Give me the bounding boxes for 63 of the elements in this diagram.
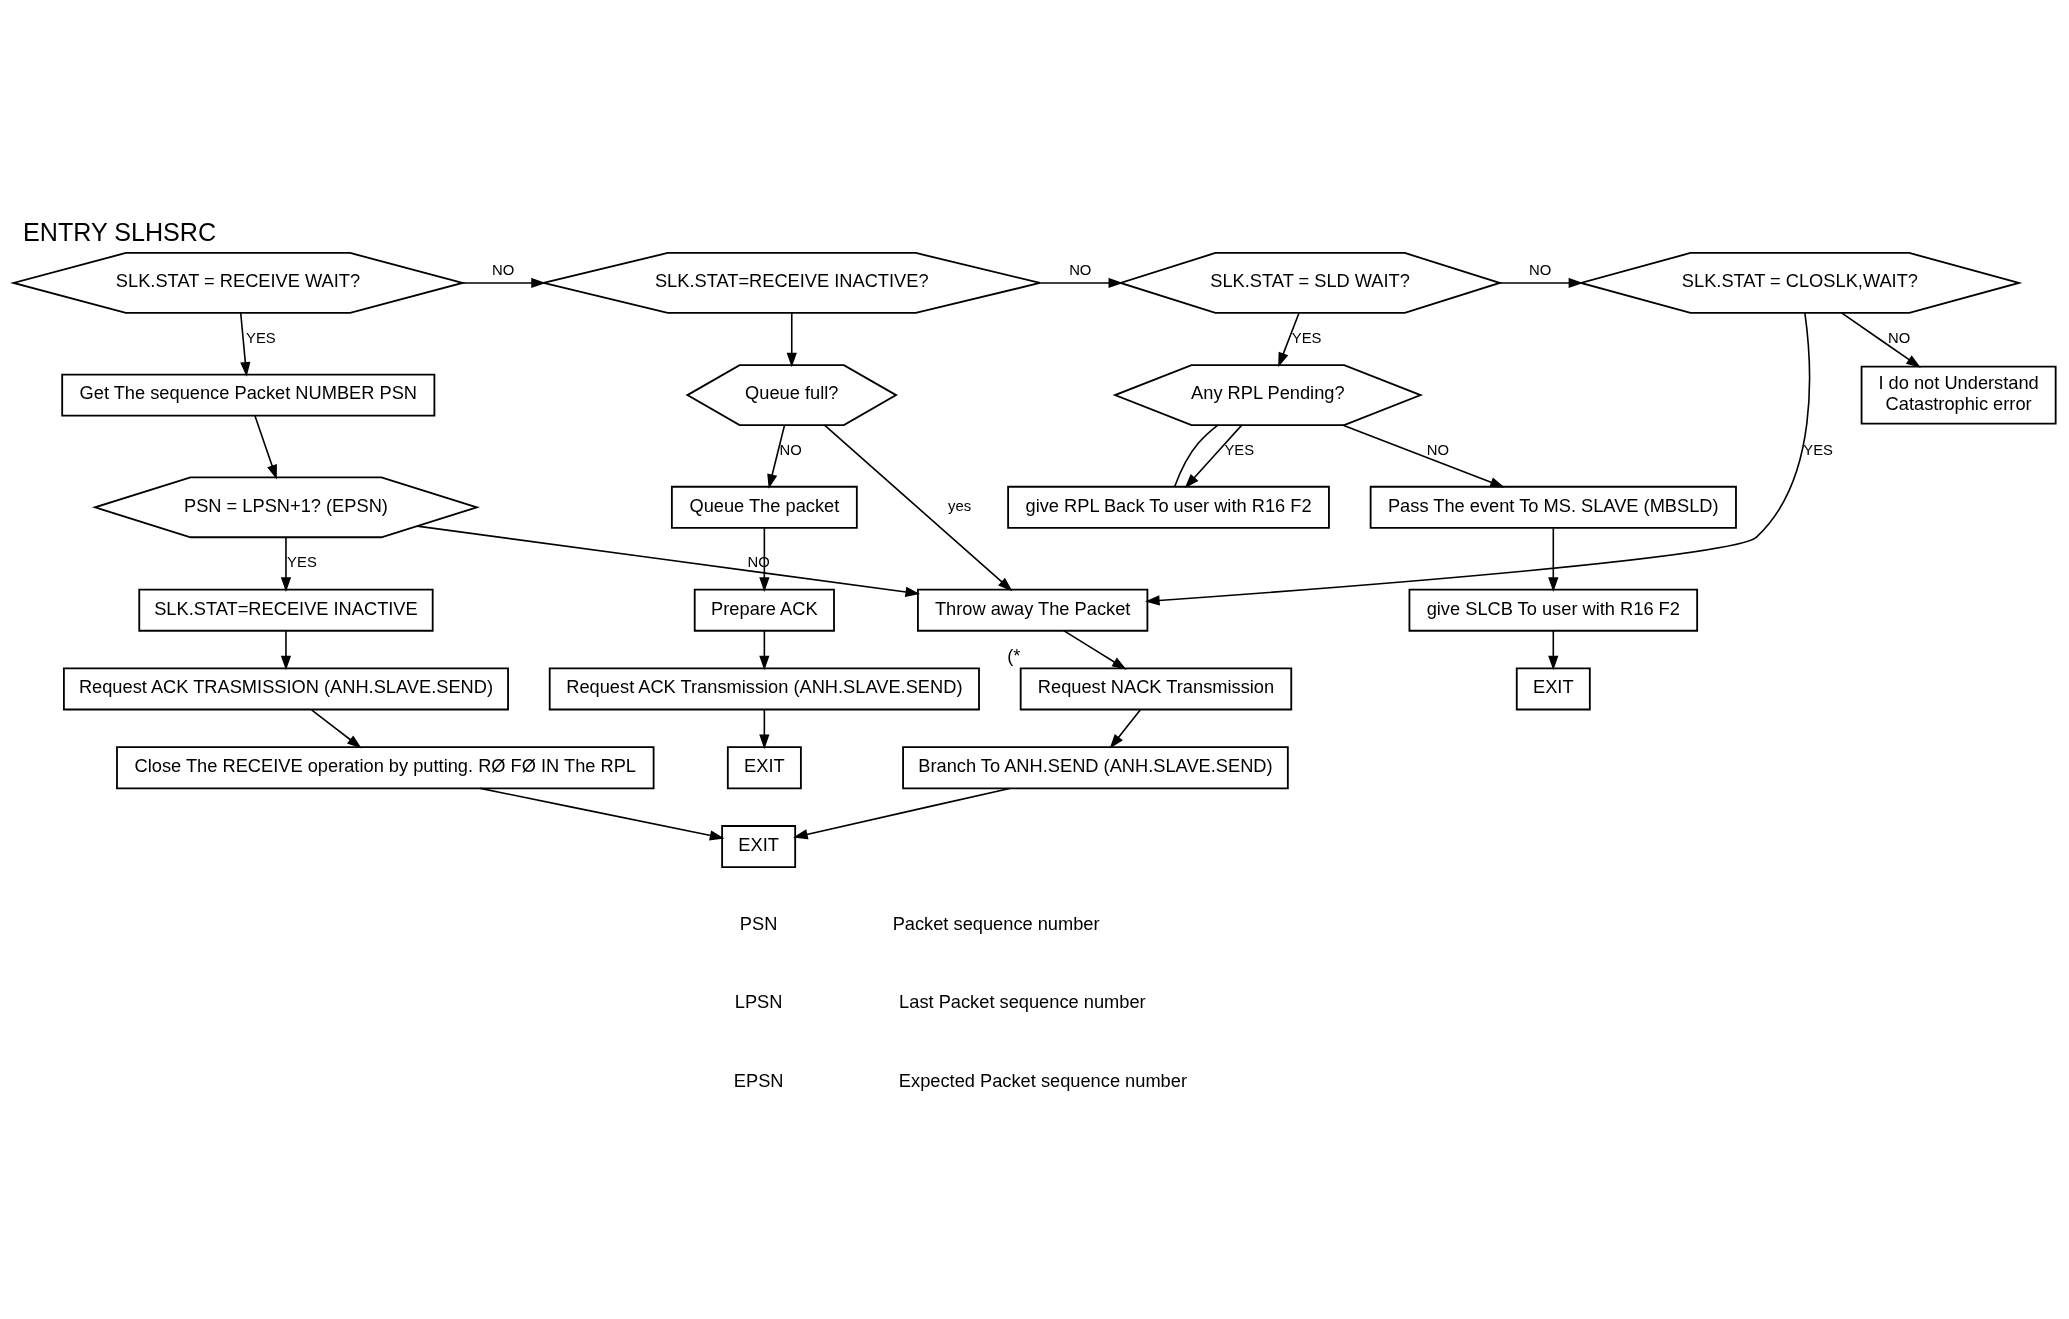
arrow <box>416 524 921 597</box>
diagram-title: ENTRY SLHSRC <box>23 217 217 246</box>
arrow <box>759 629 770 670</box>
edge-label: NO <box>1069 261 1092 278</box>
edge-label: YES <box>1803 441 1834 458</box>
edge-label: YES <box>1291 329 1322 346</box>
arrow <box>1498 277 1584 288</box>
arrow <box>310 708 362 748</box>
edge-label: NO <box>779 441 802 458</box>
arrow <box>280 536 292 592</box>
arrow <box>1278 311 1300 367</box>
label: Last Packet sequence number <box>899 990 1146 1012</box>
label: Packet sequence number <box>892 912 1100 934</box>
arrow <box>767 423 786 489</box>
node-box: Request NACK Transmission <box>1019 667 1293 710</box>
connector <box>1173 423 1219 488</box>
arrow <box>254 414 277 479</box>
arrow <box>1341 423 1505 487</box>
node-box: I do not Understand Catastrophic error <box>1860 365 2057 425</box>
arrow <box>793 787 1011 839</box>
arrow <box>1548 629 1559 670</box>
node-box: give RPL Back To user with R16 F2 <box>1007 485 1330 529</box>
node-box: EXIT <box>1515 667 1591 710</box>
node-box: give SLCB To user with R16 F2 <box>1408 588 1699 632</box>
edge-label: NO <box>492 261 515 278</box>
edge-label: YES <box>246 329 276 346</box>
node-box: Close The RECEIVE operation by putting. RØ FØ IN The RPL <box>116 745 655 789</box>
edge-label: NO <box>1426 441 1450 458</box>
node-box: Request ACK TRASMISSION (ANH.SLAVE.SEND) <box>63 667 509 710</box>
arrow <box>1145 311 1811 606</box>
node-box: Queue The packet <box>670 485 858 529</box>
node-box: SLK.STAT=RECEIVE INACTIVE <box>138 588 434 632</box>
node-box: Pass The event To MS. SLAVE (MBSLD) <box>1369 485 1737 529</box>
node-box: EXIT <box>721 824 797 868</box>
arrow <box>1548 527 1559 592</box>
label: Expected Packet sequence number <box>898 1069 1187 1091</box>
arrow <box>239 311 251 377</box>
edge-label: NO <box>1528 261 1552 278</box>
edge-label: YES <box>1224 441 1255 458</box>
edge-label: yes <box>948 497 972 514</box>
edge-label: YES <box>287 553 317 570</box>
label: LPSN <box>734 990 783 1012</box>
node-box: Prepare ACK <box>693 588 835 632</box>
arrow <box>461 277 546 288</box>
node-box: Throw away The Packet <box>917 588 1149 632</box>
arrow <box>1063 629 1127 670</box>
label: EPSN <box>733 1069 784 1091</box>
arrow <box>479 787 725 840</box>
arrow <box>759 708 770 749</box>
arrow <box>1840 311 1921 368</box>
arrow <box>786 311 797 367</box>
arrow <box>280 629 292 670</box>
arrow <box>1039 277 1124 288</box>
arrow <box>1109 708 1142 749</box>
arrow <box>1184 423 1243 488</box>
node-box: EXIT <box>726 745 802 789</box>
label: PSN <box>739 912 778 934</box>
node-box: Get The sequence Packet NUMBER PSN <box>61 373 436 417</box>
edge-label: NO <box>1888 329 1911 346</box>
node-box: Branch To ANH.SEND (ANH.SLAVE.SEND) <box>902 745 1289 789</box>
node-box: Request ACK Transmission (ANH.SLAVE.SEND) <box>548 667 980 710</box>
node-label: (* <box>1007 644 1021 666</box>
arrow <box>823 423 1013 591</box>
